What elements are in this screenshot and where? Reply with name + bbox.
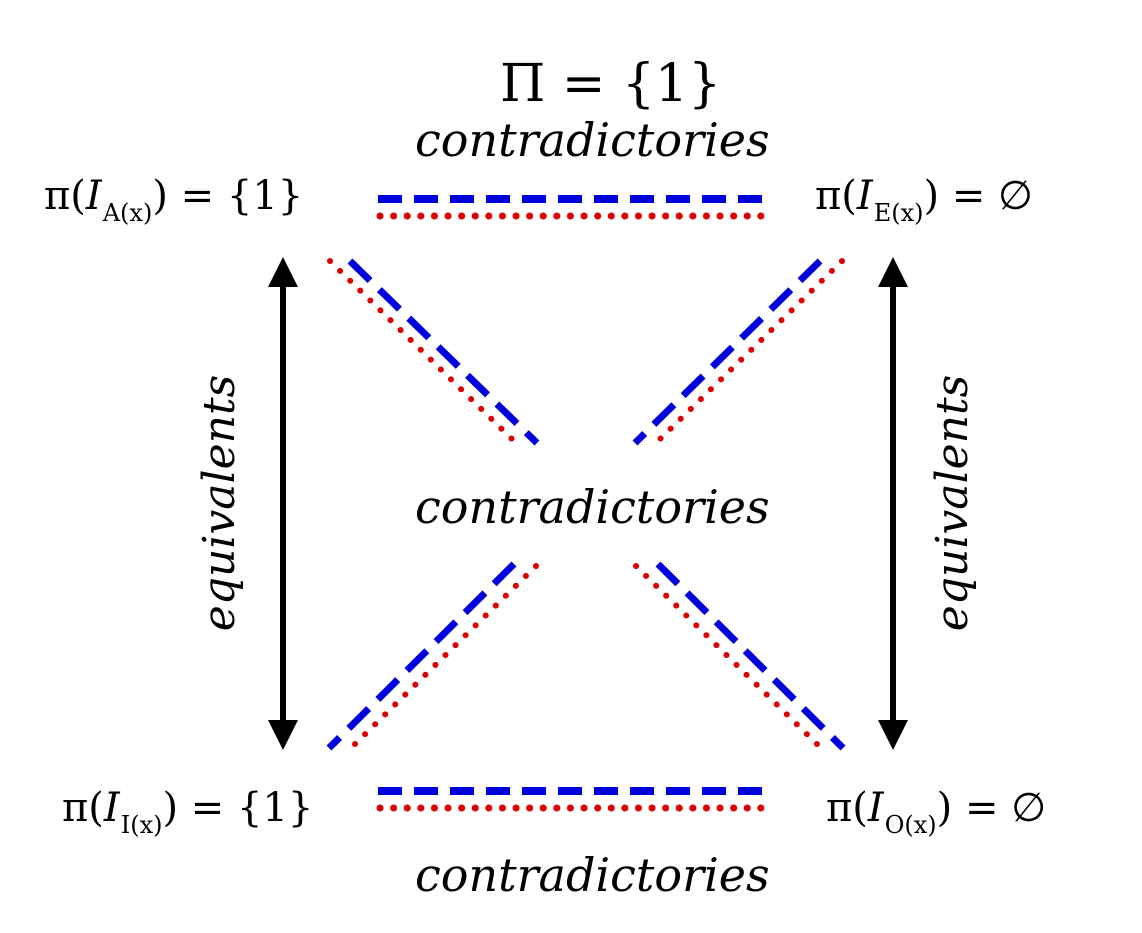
formula-sub: I(x) <box>120 811 163 839</box>
corner-bottom-right-formula: π(IO(x)) = ∅ <box>826 785 1047 837</box>
formula-pre: π( <box>44 173 86 219</box>
upper-right-dotted-line <box>654 258 845 445</box>
lower-left-dashed-line <box>326 561 517 751</box>
formula-post: ) = {1} <box>152 173 304 219</box>
formula-pre: π( <box>815 173 857 219</box>
formula-script: I <box>856 173 873 219</box>
corner-bottom-left-formula: π(II(x)) = {1} <box>62 785 314 837</box>
formula-pre: π( <box>62 785 104 831</box>
diagram-title: Π = {1} <box>500 58 721 110</box>
formula-script: I <box>867 785 884 831</box>
corner-top-left-formula: π(IA(x)) = {1} <box>44 173 304 225</box>
formula-sub: E(x) <box>873 199 924 227</box>
formula-sub: O(x) <box>884 811 937 839</box>
upper-left-dotted-line <box>327 258 518 445</box>
upper-right-dashed-line <box>632 258 823 446</box>
upper-left-dashed-line <box>347 258 540 446</box>
center-relation-label: contradictories <box>415 480 770 534</box>
lower-right-dotted-line <box>633 563 824 751</box>
formula-sub: A(x) <box>102 199 153 227</box>
corner-top-right-formula: π(IE(x)) = ∅ <box>815 173 1033 225</box>
lower-left-dotted-line <box>348 563 539 751</box>
lower-right-dashed-line <box>655 561 846 751</box>
bottom-relation-label: contradictories <box>415 848 770 902</box>
formula-pre: π( <box>826 785 868 831</box>
formula-post: ) = ∅ <box>923 173 1033 219</box>
formula-script: I <box>103 785 120 831</box>
formula-post: ) = ∅ <box>936 785 1047 831</box>
title-text: Π = {1} <box>500 54 722 114</box>
formula-post: ) = {1} <box>162 785 314 831</box>
top-relation-label: contradictories <box>415 113 770 167</box>
formula-script: I <box>85 173 102 219</box>
